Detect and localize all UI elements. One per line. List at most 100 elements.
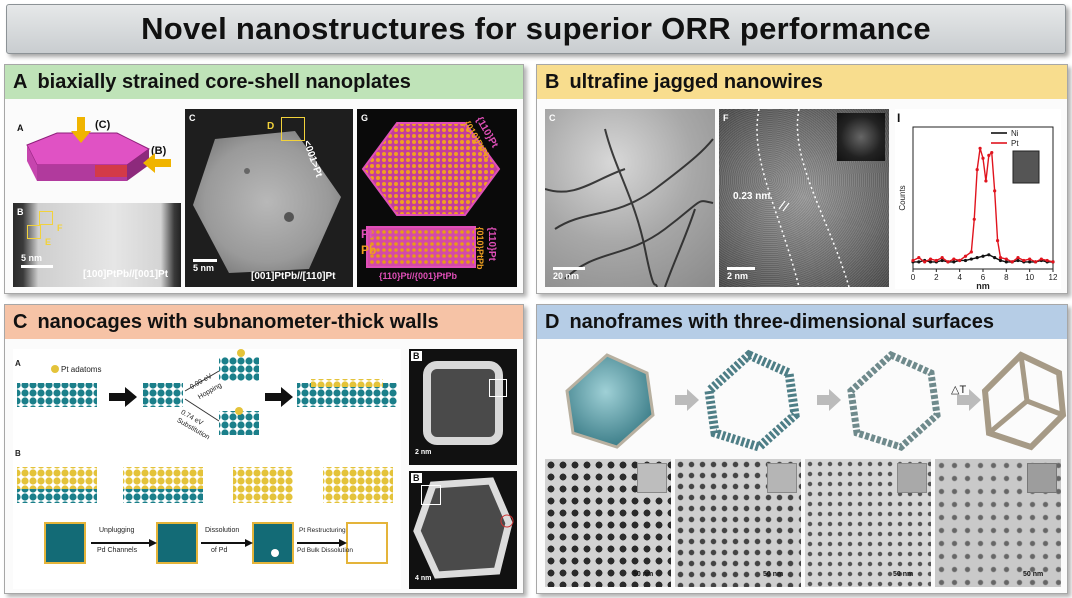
x-tick-label: 0 (911, 273, 916, 282)
tem-c-scale-text: 20 nm (553, 271, 580, 281)
series-point-pt (995, 239, 1000, 243)
series-point-pt (1028, 257, 1032, 261)
step3-label: Pt Restructuring (299, 527, 346, 534)
series-point-pt (1004, 257, 1008, 261)
series-point-pt (975, 168, 979, 172)
nanocage-2-box (421, 485, 441, 505)
series-point-pt (990, 150, 994, 155)
nanowire-network-drawing (545, 128, 714, 287)
panel-b-letter: B (545, 70, 560, 93)
em-b-caption: [100]PtPb//[001]Pt (83, 269, 169, 280)
series-point-ni (1016, 258, 1020, 263)
series-point-pt (972, 217, 976, 221)
mechanism-drawing (17, 349, 397, 564)
chart-i-label: I (897, 111, 901, 125)
hrtem-nanowire-outline (756, 109, 850, 287)
series-point-pt (934, 258, 938, 263)
tem-inset-3 (897, 463, 927, 493)
tem-nanoframes: 50 nm (935, 459, 1061, 587)
model-right-facet-2: {010}PtPb (475, 227, 485, 270)
panel-d-heading: nanoframes with three-dimensional surfac… (569, 310, 995, 333)
panel-a-heading: biaxially strained core-shell nanoplates (37, 70, 411, 93)
tem-solid-polyhedra: 50 nm (545, 459, 671, 587)
tem-c-label: C (549, 113, 556, 123)
series-point-pt (1010, 260, 1014, 264)
nanocage-em-2: B 4 nm (409, 471, 517, 589)
em1-label: B (411, 351, 422, 361)
series-point-pt (963, 254, 968, 258)
hrtem-scalebar (727, 267, 755, 270)
hexagonal-plate-drawing (26, 117, 171, 181)
hrtem-label: F (723, 113, 729, 123)
series-point-pt (984, 179, 988, 183)
tem-3-scale-text: 50 nm (893, 571, 914, 578)
nanocage-1-box (489, 379, 507, 397)
hrtem-image: F 0.23 nm 2 nm (719, 109, 889, 287)
legend-label-ni: Ni (1011, 129, 1019, 138)
region-d-label: D (267, 121, 275, 132)
series-point-pt (923, 260, 927, 264)
panel-a-letter: A (13, 70, 28, 93)
nanoframe-evolution-drawing (565, 349, 1067, 453)
em-c-label: C (189, 113, 196, 123)
region-e-label: E (45, 237, 52, 247)
series-point-pt (958, 258, 962, 263)
series-point-pt (981, 156, 985, 160)
series-point-ni (928, 260, 933, 264)
series-point-pt (1045, 258, 1049, 263)
series-point-pt (1022, 258, 1026, 263)
x-tick-label: 12 (1049, 273, 1058, 282)
em1-scale-text: 2 nm (415, 449, 432, 456)
x-tick-label: 6 (981, 273, 986, 282)
series-point-ni (917, 260, 921, 264)
panel-d-letter: D (545, 310, 560, 333)
series-point-pt (998, 256, 1003, 260)
panel-c-header: C nanocages with subnanometer-thick wall… (5, 305, 523, 339)
em-c-scale-text: 5 nm (193, 263, 215, 273)
step2-label: Dissolution (205, 527, 240, 534)
tem-2-scale-text: 50 nm (763, 571, 784, 578)
panel-d: D nanoframes with three-dimensional surf… (536, 304, 1068, 594)
lattice-spacing-label: 0.23 nm (733, 191, 771, 202)
nanoplate-schematic: A (C) (B) (13, 109, 181, 199)
atomic-model-drawing (361, 122, 501, 268)
chart-inset-image (1012, 150, 1040, 184)
em-b-label: B (17, 207, 24, 217)
tem-image-nanowires: C 20 nm (545, 109, 715, 287)
panel-b-header: B ultrafine jagged nanowires (537, 65, 1067, 99)
series-point-pt (952, 257, 956, 261)
legend-pt: Pt (361, 227, 373, 241)
series-point-pt (1039, 257, 1043, 261)
series-point-ni (952, 260, 956, 264)
region-d-box (281, 117, 305, 141)
series-point-ni (993, 256, 997, 260)
x-tick-label: 8 (1004, 273, 1009, 282)
tem-frame-intermediate: 50 nm (805, 459, 931, 587)
series-point-pt (978, 146, 982, 150)
model-g-label: G (361, 113, 369, 123)
step3b-label: Pd Bulk Dissolution (297, 547, 353, 554)
panel-a: A biaxially strained core-shell nanoplat… (4, 64, 524, 294)
series-point-pt (928, 257, 933, 261)
model-bottom-facet: {110}Pt//{001}PtPb (379, 271, 458, 281)
page-title: Novel nanostructures for superior ORR pe… (141, 11, 931, 46)
y-axis-label: Counts (898, 185, 907, 210)
series-point-ni (998, 258, 1003, 263)
tem-1-scale-text: 50 nm (633, 571, 654, 578)
x-tick-label: 4 (957, 273, 962, 282)
hexagonal-nanoplate-image (193, 131, 341, 273)
delta-t-label: △T (951, 384, 967, 396)
x-tick-label: 2 (934, 273, 939, 282)
series-point-ni (963, 258, 968, 263)
schematic-sub-a: A (15, 359, 21, 368)
x-tick-label: 10 (1025, 273, 1034, 282)
series-point-ni (1028, 260, 1032, 264)
series-point-pt (993, 189, 997, 193)
step1-label: Unplugging (99, 527, 135, 534)
panel-c: C nanocages with subnanometer-thick wall… (4, 304, 524, 594)
step1b-label: Pd Channels (97, 547, 138, 554)
em-image-b: B F E 5 nm [100]PtPb//[001]Pt (13, 203, 181, 287)
atomic-model-g: G {110}Pt {010}PtPb {110}Pt {010}PtPb Pt… (357, 109, 517, 287)
